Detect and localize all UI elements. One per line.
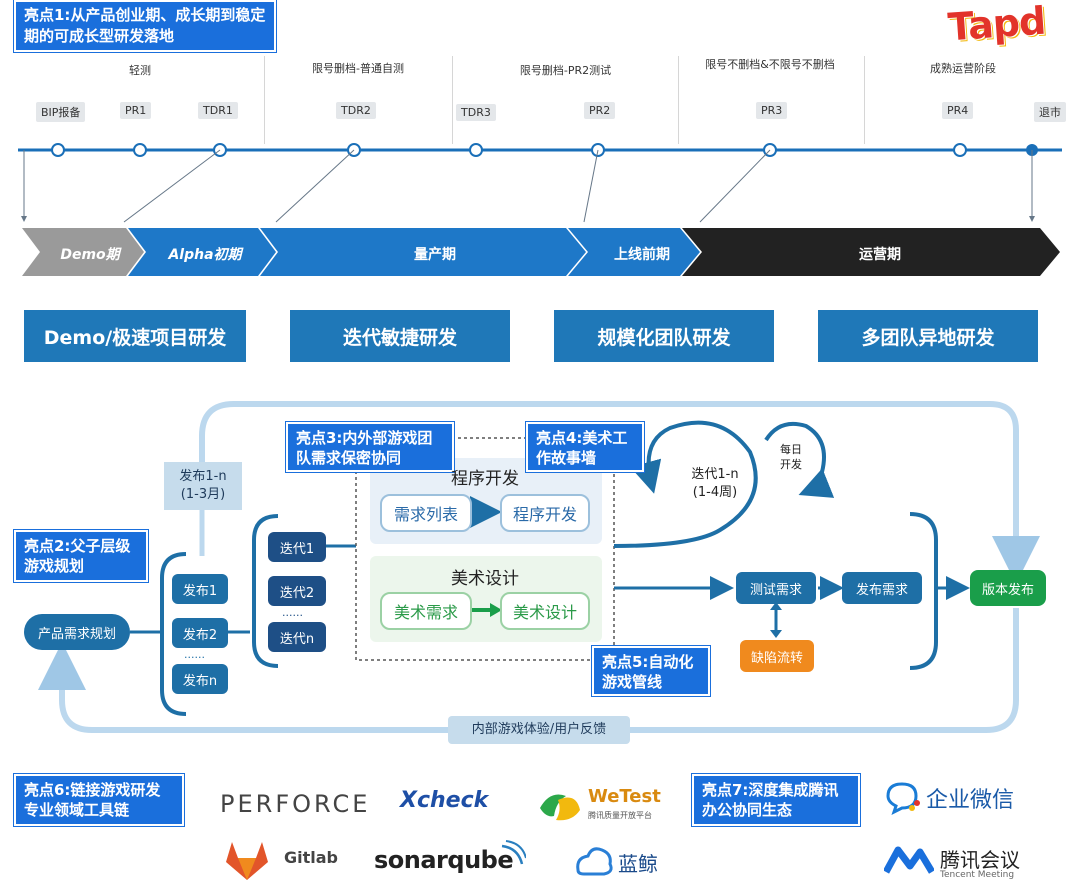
release-cycle-line2: (1-3月) <box>180 487 226 502</box>
milestone-dot <box>469 143 483 157</box>
milestone-label: PR3 <box>756 102 788 119</box>
iteration-node: 迭代2 <box>268 576 326 606</box>
phase-alpha <box>128 228 276 276</box>
gitlab-logo: Gitlab <box>222 838 342 882</box>
perforce-text: PERFORCE <box>220 790 371 818</box>
highlight-3: 亮点3:内外部游戏团队需求保密协同 <box>286 422 454 472</box>
phase-prelaunch <box>568 228 700 276</box>
iteration-node: 迭代1 <box>268 532 326 562</box>
product-planning-node: 产品需求规划 <box>24 614 130 650</box>
phase-label: Alpha初期 <box>168 247 242 263</box>
iteration-cycle-label: 迭代1-n (1-4周) <box>680 466 750 502</box>
dev-title: 程序开发 <box>451 469 519 489</box>
milestone-dot <box>133 143 147 157</box>
lanjing-text: 蓝鲸 <box>618 852 658 876</box>
release-requirement-node: 发布需求 <box>842 572 922 604</box>
xcheck-text: Xcheck <box>400 788 489 813</box>
milestone-dot <box>51 143 65 157</box>
timeline-svg <box>18 143 1062 223</box>
wetest-subtext: 腾讯质量开放平台 <box>588 811 652 820</box>
test-requirement-node: 测试需求 <box>736 572 816 604</box>
wecom-logo: 企业微信 <box>884 780 1054 820</box>
phase-bar <box>22 228 1060 276</box>
art-title: 美术设计 <box>451 569 519 589</box>
sonarqube-text: sonarqube <box>374 846 514 874</box>
sonarqube-logo: sonarqube <box>374 840 534 882</box>
tencent-meeting-subtext: Tencent Meeting <box>940 870 1015 880</box>
milestone-label: TDR2 <box>336 102 376 119</box>
highlight-5: 亮点5:自动化游戏管线 <box>592 646 710 696</box>
highlight-6: 亮点6:链接游戏研发专业领域工具链 <box>14 774 184 826</box>
milestone-label: PR2 <box>584 102 616 119</box>
stage-label: 限号删档-普通自测 <box>312 62 404 75</box>
sonarqube-wave-icon <box>501 840 526 865</box>
team-card: 迭代敏捷研发 <box>290 310 510 362</box>
release-node: 发布2 <box>172 618 228 648</box>
lanjing-logo: 蓝鲸 <box>574 842 684 882</box>
iteration-cycle-line2: (1-4周) <box>692 485 738 500</box>
iteration-dots: ...... <box>282 606 303 619</box>
iteration-node: 迭代n <box>268 622 326 652</box>
milestone-dot <box>953 143 967 157</box>
milestone-label: BIP报备 <box>36 102 86 122</box>
milestone-label: 退市 <box>1034 102 1066 122</box>
stage-label: 限号不删档&不限号不删档 <box>705 58 835 71</box>
daily-dev-line2: 开发 <box>780 458 802 471</box>
tencent-meeting-text: 腾讯会议 <box>940 848 1020 872</box>
gitlab-text: Gitlab <box>284 848 338 867</box>
iteration-cycle-line1: 迭代1-n <box>691 467 739 482</box>
release-dots: ...... <box>184 648 205 661</box>
tencent-meeting-icon <box>884 846 934 874</box>
art-requirement-box: 美术需求 <box>380 592 472 630</box>
lanjing-icon <box>576 847 613 876</box>
perforce-logo: PERFORCE <box>220 790 370 818</box>
release-cycle-line1: 发布1-n <box>179 469 227 484</box>
release-node: 发布n <box>172 664 228 694</box>
highlight-2: 亮点2:父子层级游戏规划 <box>14 530 148 582</box>
phase-label: Demo期 <box>60 247 120 263</box>
dev-requirement-list: 需求列表 <box>380 494 472 532</box>
stage-label: 轻测 <box>129 64 151 77</box>
wecom-text: 企业微信 <box>926 788 1015 813</box>
team-card: 规模化团队研发 <box>554 310 774 362</box>
phase-mass <box>260 228 586 276</box>
highlight-1: 亮点1:从产品创业期、成长期到稳定期的可成长型研发落地 <box>14 0 276 52</box>
phase-label: 运营期 <box>859 247 901 263</box>
phase-label: 上线前期 <box>614 247 670 263</box>
tencent-meeting-logo: 腾讯会议 Tencent Meeting <box>884 842 1054 886</box>
release-cycle-badge: 发布1-n (1-3月) <box>164 462 242 510</box>
version-release-node: 版本发布 <box>970 570 1046 606</box>
highlight-4: 亮点4:美术工作故事墙 <box>526 422 644 472</box>
wetest-text: WeTest <box>588 786 661 807</box>
wecom-icon <box>886 782 920 815</box>
stage-label: 限号删档-PR2测试 <box>519 64 612 77</box>
daily-dev-line1: 每日 <box>780 443 802 456</box>
phase-demo <box>22 228 144 276</box>
dev-work-box: 程序开发 <box>500 494 590 532</box>
defect-flow-node: 缺陷流转 <box>740 640 814 672</box>
phase-operation <box>682 228 1060 276</box>
milestone-label: TDR3 <box>456 104 496 121</box>
wetest-icon <box>540 794 580 821</box>
gitlab-icon <box>226 842 268 880</box>
team-card: Demo/极速项目研发 <box>24 310 246 362</box>
wetest-logo: WeTest 腾讯质量开放平台 <box>536 784 676 828</box>
highlight-7: 亮点7:深度集成腾讯办公协同生态 <box>692 774 860 826</box>
xcheck-logo: Xcheck <box>400 788 488 813</box>
team-card: 多团队异地研发 <box>818 310 1038 362</box>
phase-label: 量产期 <box>414 247 456 263</box>
milestone-label: TDR1 <box>198 102 238 119</box>
stage-label: 成熟运营阶段 <box>930 62 996 75</box>
milestone-label: PR4 <box>942 102 974 119</box>
art-design-box: 美术设计 <box>500 592 590 630</box>
feedback-label: 内部游戏体验/用户反馈 <box>448 716 630 744</box>
daily-dev-label: 每日 开发 <box>776 442 806 472</box>
release-node: 发布1 <box>172 574 228 604</box>
milestone-label: PR1 <box>120 102 152 119</box>
